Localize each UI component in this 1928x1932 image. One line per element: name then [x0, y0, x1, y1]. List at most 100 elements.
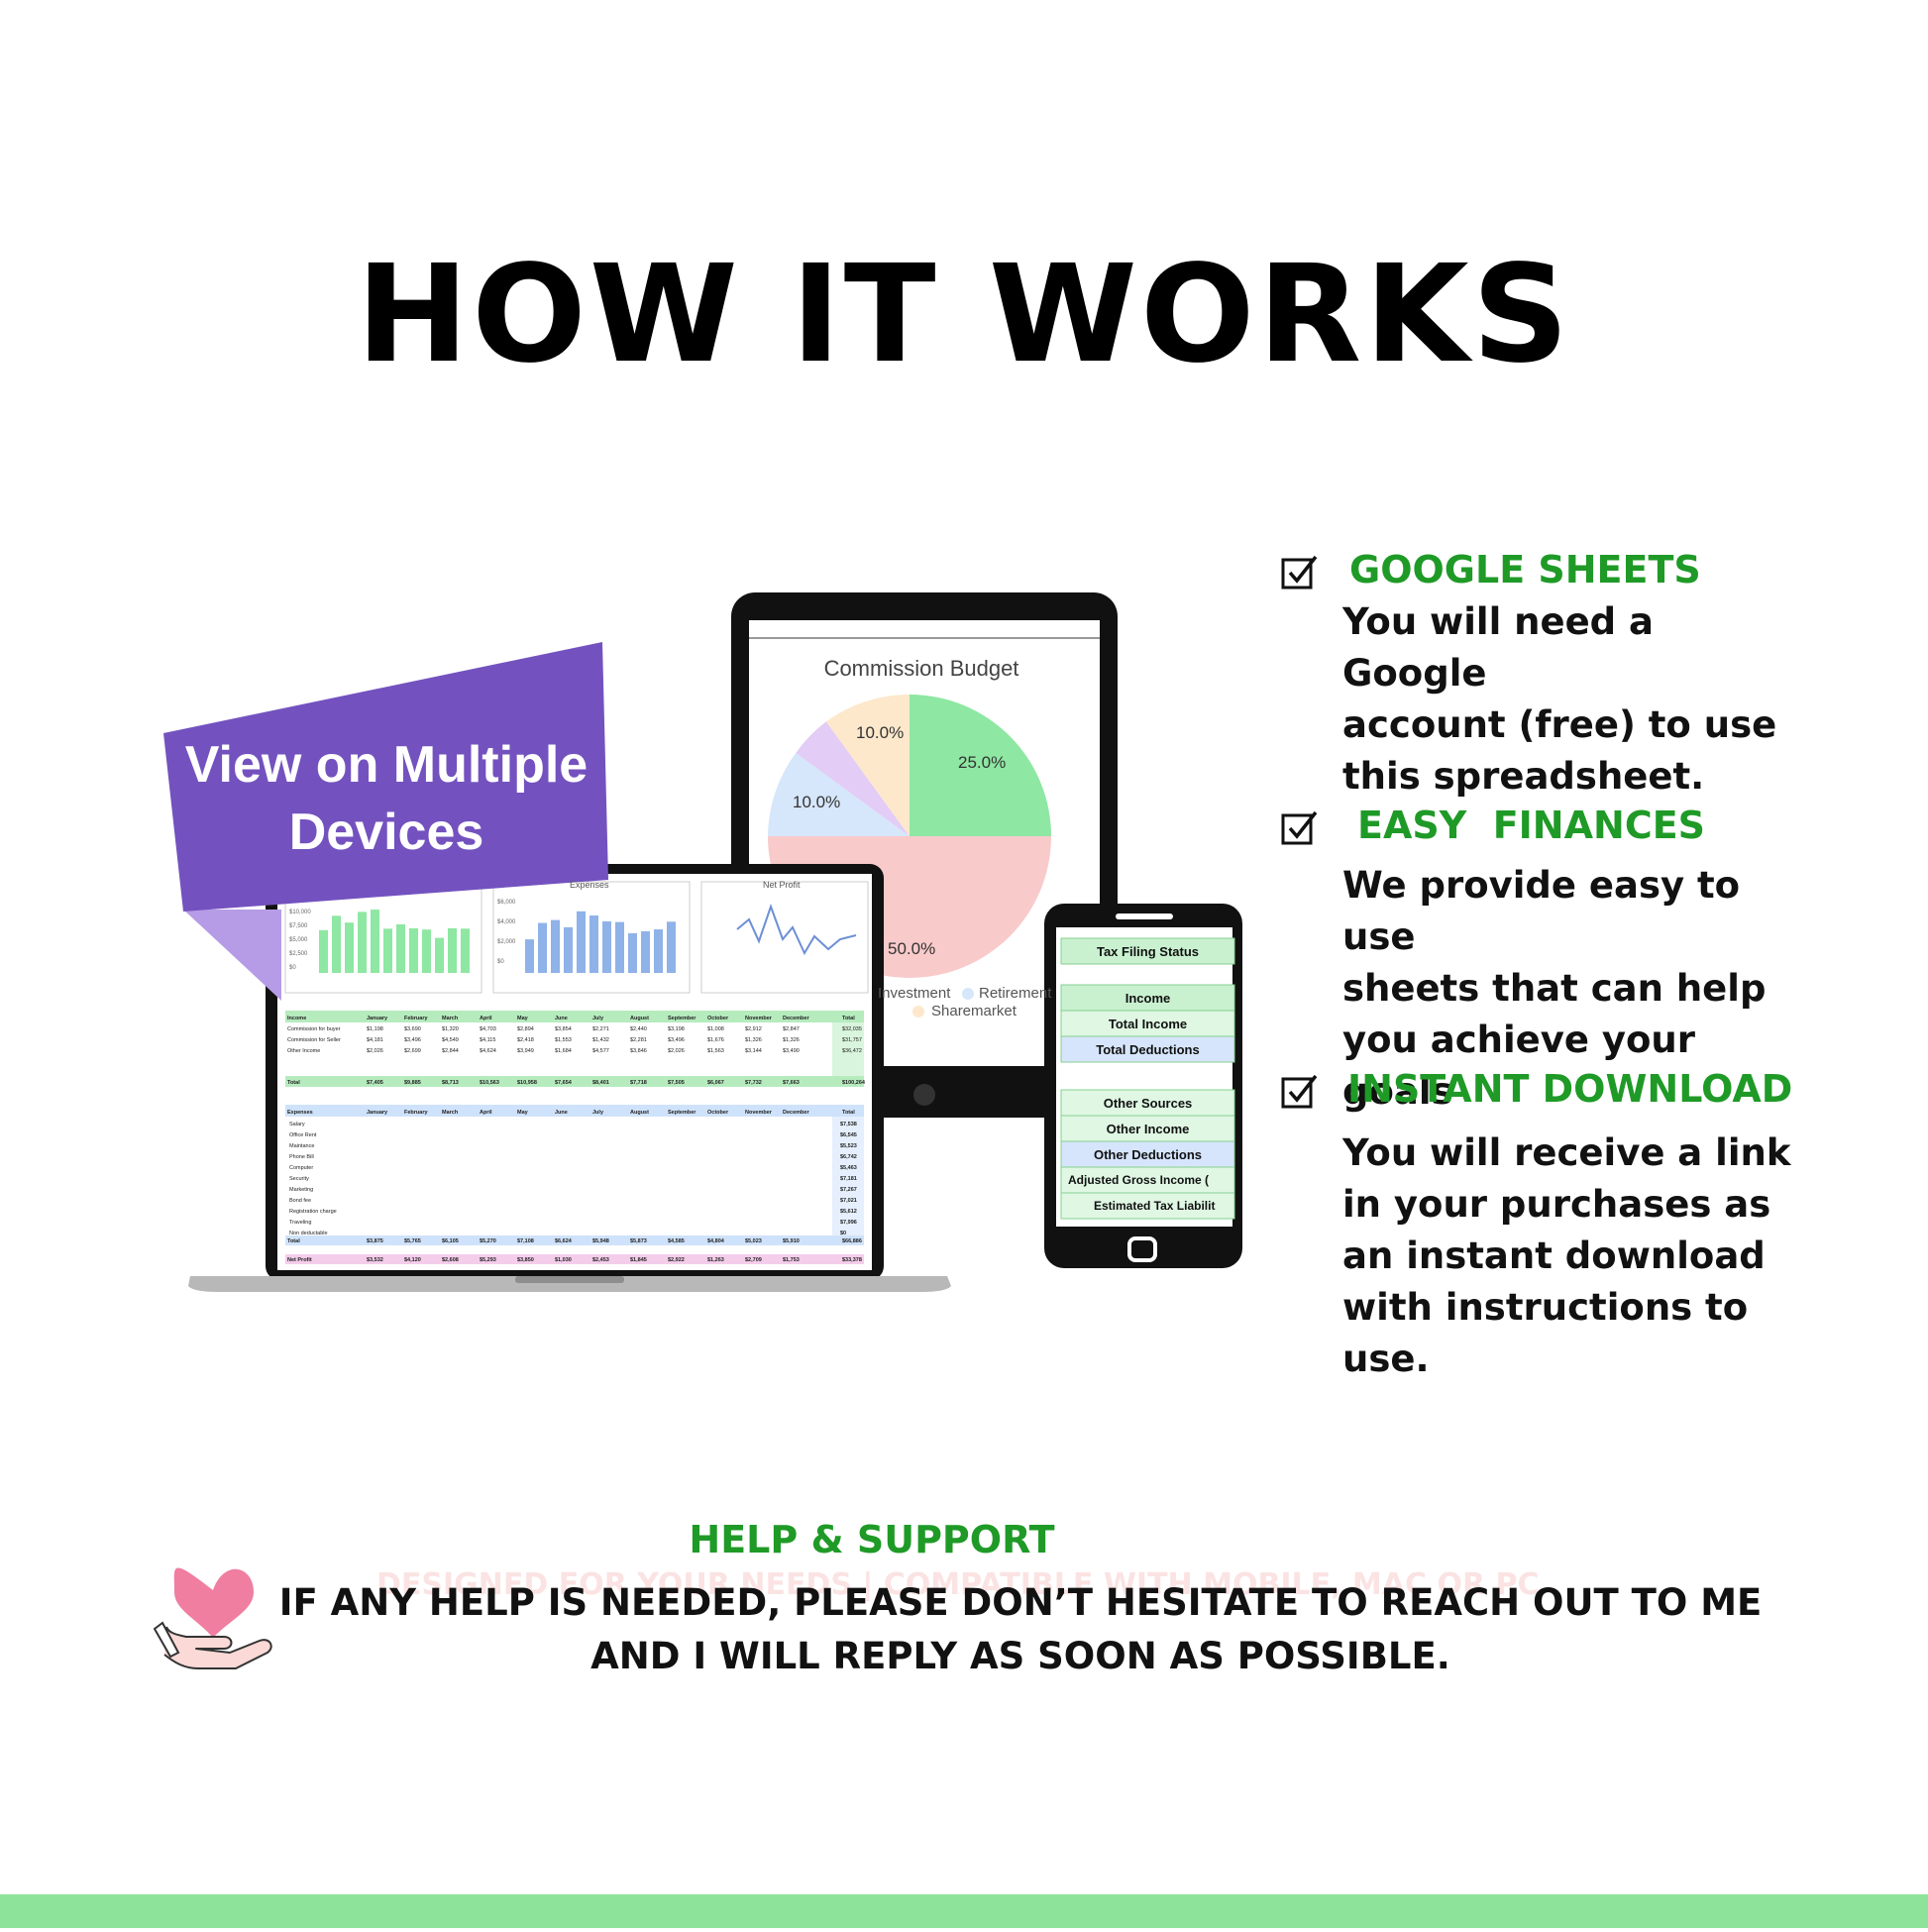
income-bar — [461, 928, 470, 973]
table-cell: Total — [842, 1110, 855, 1116]
checkbox-icon — [1281, 810, 1318, 845]
table-cell: November — [745, 1110, 773, 1116]
feature-heading-google-sheets: GOOGLE SHEETS — [1349, 548, 1701, 591]
table-cell: February — [404, 1016, 428, 1021]
phone-row-income: Income — [1125, 991, 1171, 1006]
expense-bar — [525, 939, 534, 973]
table-cell: October — [707, 1016, 729, 1021]
table-cell: $3,496 — [668, 1037, 685, 1043]
feature-line: account (free) to use — [1342, 703, 1777, 746]
table-cell: April — [480, 1016, 492, 1021]
table-cell: Maintance — [289, 1143, 314, 1149]
table-cell: $5,873 — [630, 1238, 647, 1244]
table-cell: Total — [287, 1080, 300, 1086]
table-cell: January — [367, 1110, 388, 1116]
y-tick-label: $5,000 — [289, 937, 308, 943]
table-cell: $2,453 — [592, 1257, 609, 1263]
income-bar — [435, 937, 444, 973]
table-cell: Total — [842, 1016, 855, 1021]
table-cell: $7,021 — [840, 1198, 857, 1204]
table-cell: $10,563 — [480, 1080, 499, 1086]
table-cell: $7,732 — [745, 1080, 762, 1086]
table-cell: $1,326 — [783, 1037, 800, 1043]
table-cell: Traveling — [289, 1220, 311, 1226]
table-cell: $7,538 — [840, 1122, 857, 1127]
table-cell: $9,885 — [404, 1080, 421, 1086]
y-tick-label: $0 — [289, 965, 296, 971]
income-bar — [371, 910, 379, 973]
table-cell: September — [668, 1110, 696, 1116]
pie-label-retirement: 50.0% — [888, 939, 936, 958]
table-cell: December — [783, 1016, 809, 1021]
table-cell: $2,894 — [517, 1026, 534, 1032]
income-bar — [396, 923, 405, 973]
table-cell: $4,703 — [480, 1026, 496, 1032]
table-cell: Expenses — [287, 1110, 313, 1116]
table-cell: $4,120 — [404, 1257, 421, 1263]
expenses-chart-title: Expenses — [570, 880, 609, 890]
table-cell: Salary — [289, 1122, 305, 1127]
table-cell: August — [630, 1016, 649, 1021]
table-cell: $3,854 — [555, 1026, 572, 1032]
y-tick-label: $10,000 — [289, 910, 311, 915]
table-cell: $4,181 — [367, 1037, 383, 1043]
table-cell: March — [442, 1110, 459, 1116]
table-cell: $5,612 — [840, 1209, 857, 1215]
feature-heading-easy-finances: EASY FINANCES — [1357, 804, 1706, 847]
table-cell: $1,030 — [555, 1257, 572, 1263]
y-tick-label: $0 — [497, 959, 504, 965]
income-bar — [448, 927, 457, 973]
income-bar — [422, 929, 431, 973]
table-cell: May — [517, 1110, 529, 1116]
phone-row-other-deductions: Other Deductions — [1093, 1147, 1203, 1162]
table-cell: $3,198 — [668, 1026, 685, 1032]
help-heading: HELP & SUPPORT — [689, 1518, 1055, 1561]
net-profit-line — [736, 903, 857, 956]
table-cell: $1,684 — [555, 1048, 572, 1054]
table-cell: Other Income — [287, 1048, 320, 1054]
table-cell: $1,320 — [442, 1026, 459, 1032]
table-cell: June — [555, 1016, 568, 1021]
table-cell: $7,663 — [783, 1080, 800, 1086]
table-cell: Commission for Seller — [287, 1037, 341, 1043]
expense-bar — [577, 911, 586, 973]
table-cell: $4,577 — [592, 1048, 609, 1054]
table-cell: May — [517, 1016, 529, 1021]
table-cell: $2,912 — [745, 1026, 762, 1032]
feature-line: this spreadsheet. — [1342, 755, 1705, 798]
table-cell: $3,949 — [517, 1048, 534, 1054]
feature-body-google-sheets: You will need a Google account (free) to… — [1342, 596, 1808, 803]
table-cell: $7,108 — [517, 1238, 534, 1244]
income-bar-chart: $10,000$7,500$5,000$2,500$0 — [289, 910, 470, 973]
table-cell: $6,742 — [840, 1154, 857, 1160]
income-bar — [358, 912, 367, 973]
table-cell: $1,432 — [592, 1037, 609, 1043]
y-tick-label: $2,500 — [289, 951, 308, 957]
table-cell: $3,850 — [517, 1257, 534, 1263]
table-cell: July — [592, 1016, 604, 1021]
feature-line: sheets that can help — [1342, 967, 1767, 1010]
table-cell: October — [707, 1110, 729, 1116]
table-cell: February — [404, 1110, 428, 1116]
table-cell: $8,713 — [442, 1080, 459, 1086]
table-cell: $1,198 — [367, 1026, 383, 1032]
table-cell: $5,293 — [480, 1257, 496, 1263]
table-cell: Marketing — [289, 1187, 313, 1193]
table-cell: Registration charge — [289, 1209, 337, 1215]
table-cell: $2,699 — [404, 1048, 421, 1054]
expense-bar — [641, 930, 650, 973]
expense-bar — [667, 921, 676, 973]
table-cell: Bond fee — [289, 1198, 311, 1204]
phone-row-other-sources: Other Sources — [1103, 1096, 1193, 1111]
y-tick-label: $2,000 — [497, 939, 516, 945]
table-cell: Security — [289, 1176, 309, 1182]
table-cell: $2,608 — [442, 1257, 459, 1263]
income-bar — [319, 929, 328, 973]
help-ghost-text: DESIGNED FOR YOUR NEEDS | COMPATIBLE WIT… — [376, 1567, 1540, 1602]
table-cell: July — [592, 1110, 604, 1116]
expense-bar — [628, 932, 637, 973]
table-cell: $4,624 — [480, 1048, 496, 1054]
table-cell: Phone Bill — [289, 1154, 314, 1160]
table-cell: September — [668, 1016, 696, 1021]
